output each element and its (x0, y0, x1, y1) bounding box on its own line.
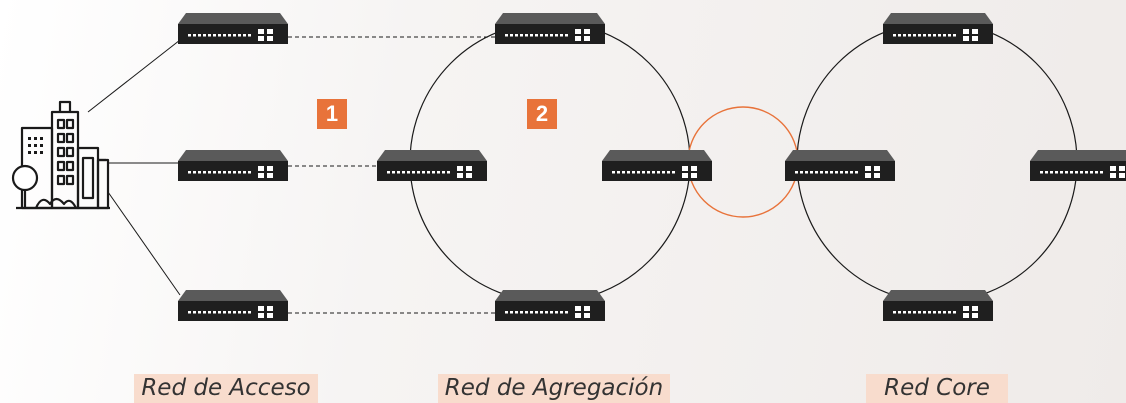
access-switch-middle (178, 150, 288, 181)
core-switch-top (883, 13, 993, 44)
label-aggregation-network: Red de Agregación (438, 374, 670, 403)
core-switch-bottom (883, 290, 993, 321)
label-core-network: Red Core (866, 374, 1008, 403)
badge-access-number: 1 (317, 99, 347, 129)
access-switch-top (178, 13, 288, 44)
core-switch-left (785, 150, 895, 181)
building-icon (11, 100, 110, 210)
badge-aggregation-number: 2 (527, 99, 557, 129)
label-access-network: Red de Acceso (134, 374, 318, 403)
aggregation-switch-top (495, 13, 605, 44)
aggregation-switch-bottom (495, 290, 605, 321)
link-building-access-bottom (107, 191, 181, 296)
access-switch-bottom (178, 290, 288, 321)
aggregation-switch-right (602, 150, 712, 181)
aggregation-switch-left (377, 150, 487, 181)
core-switch-right (1030, 150, 1126, 181)
link-building-access-top (87, 39, 181, 113)
